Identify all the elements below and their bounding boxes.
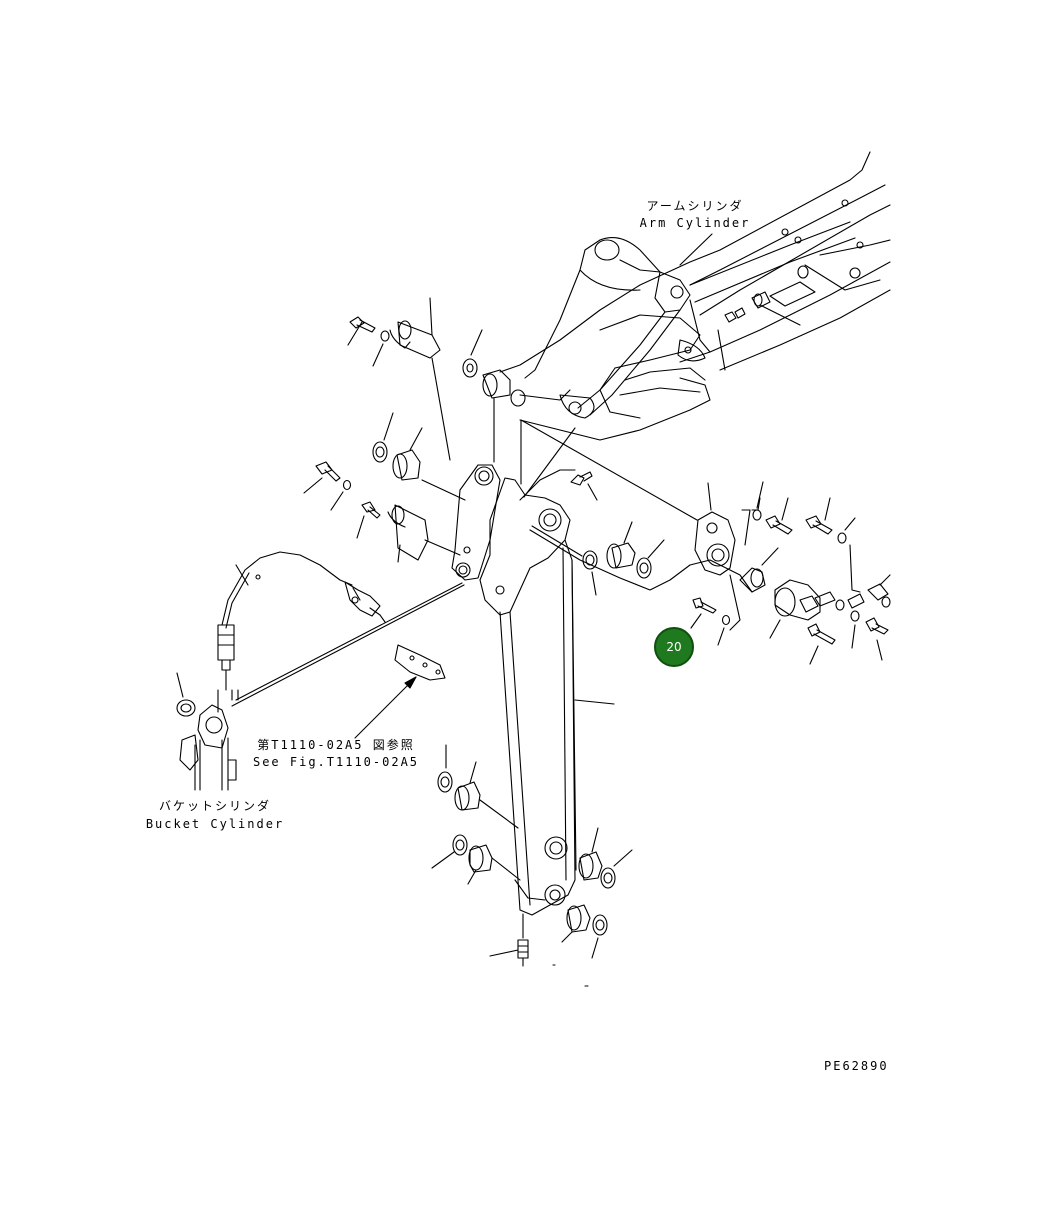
drawing-code: PE62890 <box>824 1059 889 1073</box>
bucket-hose <box>217 551 446 739</box>
grease-line-top <box>520 419 753 596</box>
mid-left-parts <box>303 412 466 563</box>
swivel-parts <box>690 547 891 665</box>
boom-assembly <box>499 151 891 441</box>
bracket-assembly <box>694 481 861 631</box>
link-plate <box>451 464 501 581</box>
bucket-cylinder-label-jp: バケットシリンダ <box>158 799 272 813</box>
arm-lower-parts <box>431 744 633 987</box>
see-fig-label-en: See Fig.T1110-02A5 <box>252 755 420 769</box>
arm-cylinder <box>524 221 856 419</box>
upper-pin-group <box>347 297 526 463</box>
bucket-cylinder-end <box>176 582 465 791</box>
boom-foot-parts <box>717 265 816 371</box>
arm-cylinder-label-en: Arm Cylinder <box>639 216 751 230</box>
arm-top-bushings <box>606 521 665 579</box>
arm-cylinder-leader <box>679 233 713 266</box>
arm-body <box>479 469 615 916</box>
bucket-cylinder-label-en: Bucket Cylinder <box>145 817 285 831</box>
see-fig-label-jp: 第T1110-02A5 図参照 <box>257 738 415 752</box>
arm-cylinder-label-jp: アームシリンダ <box>646 199 744 213</box>
part-callout-badge[interactable]: 20 <box>654 627 694 667</box>
